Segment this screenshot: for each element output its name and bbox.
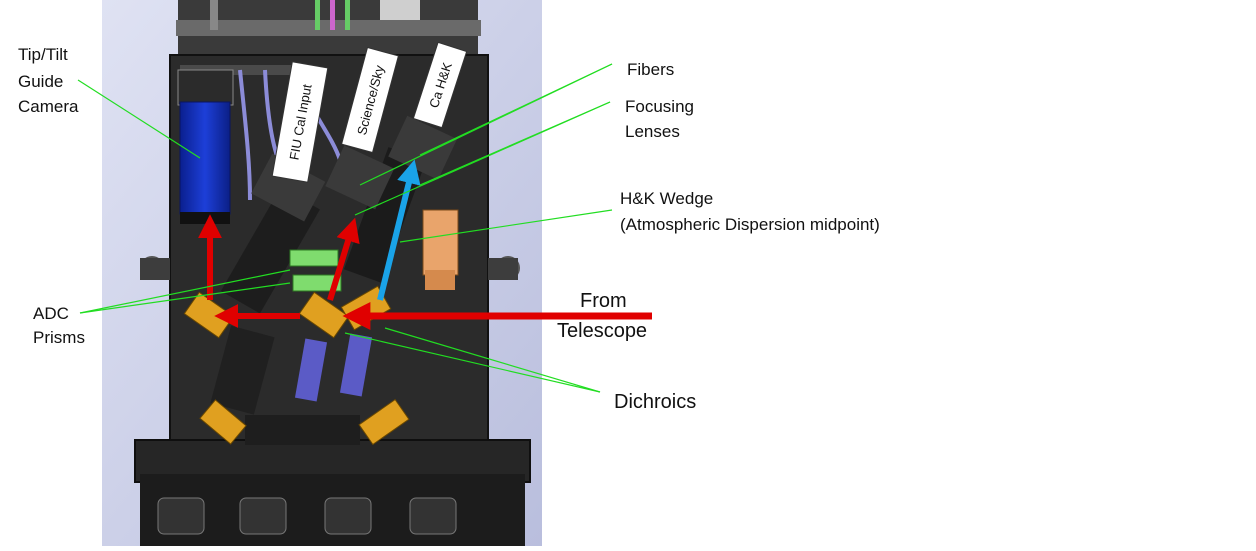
pointer-hk-wedge [399,209,613,243]
label-adc-line1: ADC [33,304,69,323]
annotation-labels: Tip/Tilt Guide Camera ADC Prisms Fibers … [18,45,880,413]
label-tiptilt-line2: Guide [18,72,63,91]
guide-camera-shape [177,69,234,224]
label-hk-wedge-line2: (Atmospheric Dispersion midpoint) [620,215,880,234]
label-adc-line2: Prisms [33,328,85,347]
pointer-adc-2 [79,282,291,314]
pointer-dichroics-2 [384,327,601,393]
label-from-telescope-line1: From [580,290,627,312]
hk-wedge-shape [422,209,459,290]
beam-arrows [198,159,652,330]
pointer-tiptilt [77,79,201,159]
pointer-lines [77,63,613,393]
pointer-focusing-2 [419,101,611,186]
beam-to-science-arrow [327,217,360,301]
label-tiptilt-line1: Tip/Tilt [18,45,68,64]
label-from-telescope-line2: Telescope [557,320,647,342]
adc-prisms-shape [289,249,342,292]
label-focusing-line1: Focusing [625,97,694,116]
label-focusing-line2: Lenses [625,122,680,141]
channel-tag-cahk: Ca H&K [412,41,468,129]
label-hk-wedge-line1: H&K Wedge [620,189,713,208]
label-tiptilt-line3: Camera [18,97,79,116]
pointer-dichroics-1 [344,332,601,393]
pointer-adc-1 [79,269,291,314]
channel-tag-fiu: FIU Cal Input [271,61,329,183]
label-dichroics: Dichroics [614,391,696,413]
label-fibers: Fibers [627,60,674,79]
pointer-fibers-2 [419,63,613,156]
